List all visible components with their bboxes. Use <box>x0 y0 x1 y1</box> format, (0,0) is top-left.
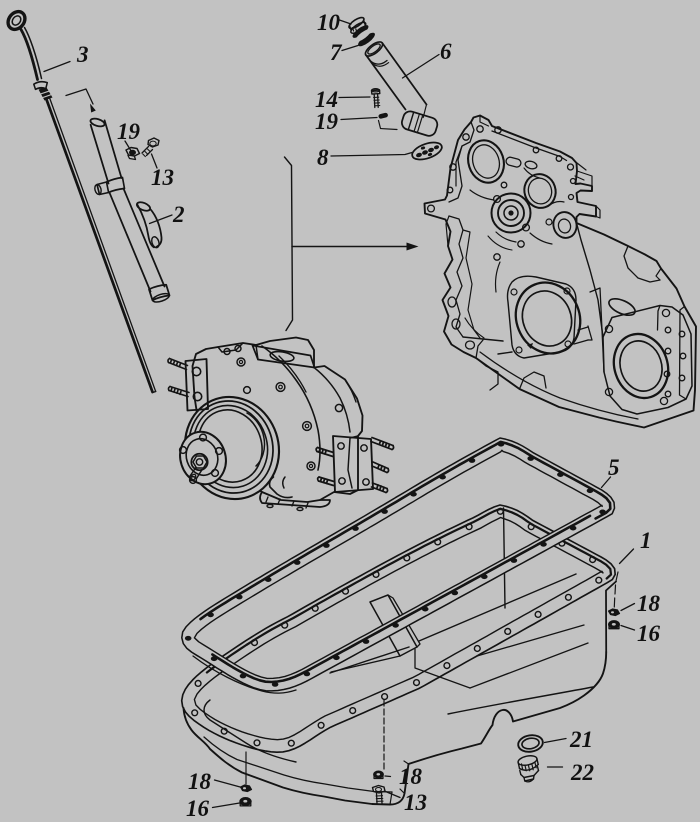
svg-text:16: 16 <box>637 621 661 646</box>
svg-text:8: 8 <box>317 145 329 170</box>
svg-text:14: 14 <box>315 87 338 112</box>
svg-text:6: 6 <box>440 39 452 64</box>
svg-text:18: 18 <box>188 769 212 794</box>
svg-text:3: 3 <box>76 42 89 67</box>
svg-text:1: 1 <box>640 528 652 553</box>
svg-text:7: 7 <box>330 40 343 65</box>
svg-text:5: 5 <box>608 455 620 480</box>
svg-text:19: 19 <box>117 119 141 144</box>
svg-text:22: 22 <box>570 760 594 785</box>
svg-text:10: 10 <box>317 10 341 35</box>
svg-text:16: 16 <box>186 796 210 821</box>
svg-text:2: 2 <box>172 202 185 227</box>
svg-text:19: 19 <box>315 109 339 134</box>
svg-text:13: 13 <box>404 790 427 815</box>
svg-text:21: 21 <box>569 727 593 752</box>
svg-text:18: 18 <box>637 591 661 616</box>
svg-text:13: 13 <box>151 165 174 190</box>
svg-text:18: 18 <box>399 764 423 789</box>
